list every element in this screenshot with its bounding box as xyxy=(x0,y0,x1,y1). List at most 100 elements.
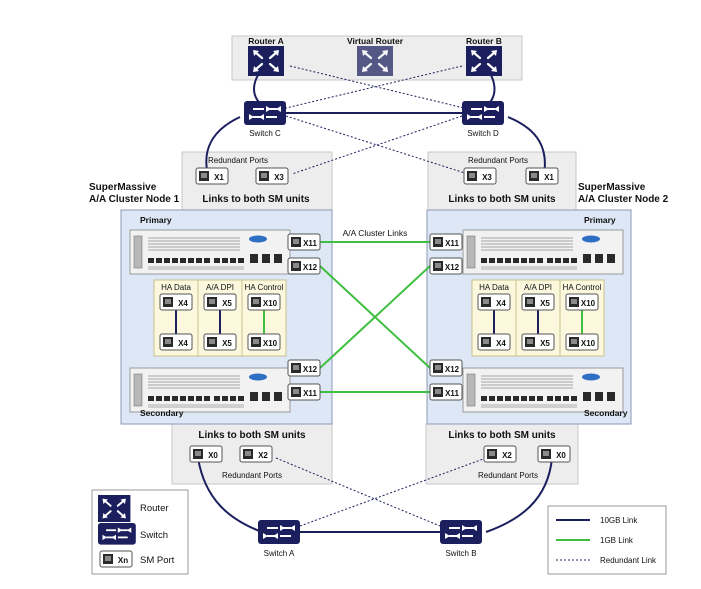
node-2-title-line1: SuperMassive xyxy=(578,182,646,193)
port-x12-node2-primary[interactable]: X12 xyxy=(429,257,463,275)
port-label: X5 xyxy=(540,299,550,308)
port-label: X1 xyxy=(544,173,554,182)
port-x11-node1-primary[interactable]: X11 xyxy=(287,233,321,251)
link-x0-right-switchB xyxy=(485,457,553,533)
switch-d-icon[interactable] xyxy=(461,100,505,126)
port-x10-node2-lower[interactable]: X10 xyxy=(565,333,599,351)
redundant-x2-left-switchB xyxy=(275,457,441,527)
port-label: X5 xyxy=(540,339,550,348)
port-x3-top-left[interactable]: X3 xyxy=(255,167,289,185)
appliance-icon-node2-secondary[interactable] xyxy=(462,367,624,413)
port-label: X12 xyxy=(445,365,460,374)
port-label: X11 xyxy=(303,389,317,398)
port-x5-node1-upper[interactable]: X5 xyxy=(203,293,237,311)
port-label: X5 xyxy=(222,339,232,348)
port-x11-node1-secondary[interactable]: X11 xyxy=(287,383,321,401)
cluster-link-x12-right-to-left xyxy=(319,265,431,369)
port-x2-bottom-right[interactable]: X2 xyxy=(483,445,517,463)
redundant-x2-right-switchA xyxy=(299,457,487,527)
ha-control-label-right: HA Control xyxy=(563,283,602,292)
port-x10-node1-upper[interactable]: X10 xyxy=(247,293,281,311)
switch-a-label: Switch A xyxy=(264,549,295,558)
redundant-ports-label-right: Redundant Ports xyxy=(468,156,528,165)
port-label: X4 xyxy=(496,339,506,348)
port-label: X12 xyxy=(303,263,318,272)
node-2-secondary-label: Secondary xyxy=(584,408,628,418)
router-a-icon[interactable] xyxy=(246,44,286,78)
links-both-label-top-left: Links to both SM units xyxy=(202,194,310,205)
port-label: X2 xyxy=(502,451,512,460)
port-x10-node2-upper[interactable]: X10 xyxy=(565,293,599,311)
aa-dpi-label-left: A/A DPI xyxy=(206,283,234,292)
node-1-secondary-label: Secondary xyxy=(140,408,184,418)
node-1-title-line2: A/A Cluster Node 1 xyxy=(89,194,180,205)
port-label: X4 xyxy=(178,299,188,308)
port-label: X10 xyxy=(263,299,278,308)
legend-10gb-label: 10GB Link xyxy=(600,516,638,525)
port-x11-node2-secondary[interactable]: X11 xyxy=(429,383,463,401)
node-2-title-line2: A/A Cluster Node 2 xyxy=(578,194,669,205)
port-label: X12 xyxy=(303,365,318,374)
node-2-primary-label: Primary xyxy=(584,215,616,225)
ha-data-label-left: HA Data xyxy=(161,283,191,292)
port-x1-top-right[interactable]: X1 xyxy=(525,167,559,185)
virtual-router-icon[interactable] xyxy=(355,44,395,78)
appliance-icon-node1-primary[interactable] xyxy=(129,229,291,275)
legend-port-icon: Xn xyxy=(99,550,133,568)
port-x11-node2-primary[interactable]: X11 xyxy=(429,233,463,251)
port-x4-node1-lower[interactable]: X4 xyxy=(159,333,193,351)
switch-a-icon[interactable] xyxy=(257,519,301,545)
router-b-icon[interactable] xyxy=(464,44,504,78)
redundant-ports-label-bottom-right: Redundant Ports xyxy=(478,471,538,480)
port-label: X4 xyxy=(178,339,188,348)
appliance-icon-node1-secondary[interactable] xyxy=(129,367,291,413)
port-label: X10 xyxy=(581,299,596,308)
port-x5-node2-lower[interactable]: X5 xyxy=(521,333,555,351)
port-label: X0 xyxy=(556,451,566,460)
aa-dpi-label-right: A/A DPI xyxy=(524,283,552,292)
port-label: X5 xyxy=(222,299,232,308)
legend-port-tag: Xn xyxy=(118,556,128,565)
switch-b-icon[interactable] xyxy=(439,519,483,545)
links-redundant xyxy=(275,65,487,527)
legend-1gb-label: 1GB Link xyxy=(600,536,634,545)
port-x10-node1-lower[interactable]: X10 xyxy=(247,333,281,351)
legend-switch-label: Switch xyxy=(140,530,168,541)
port-label: X0 xyxy=(208,451,218,460)
node-1-primary-label: Primary xyxy=(140,215,172,225)
aa-cluster-links-label: A/A Cluster Links xyxy=(343,228,408,238)
port-x0-bottom-left[interactable]: X0 xyxy=(189,445,223,463)
port-label: X2 xyxy=(258,451,268,460)
port-x2-bottom-left[interactable]: X2 xyxy=(239,445,273,463)
link-x0-left-switchA xyxy=(197,457,263,533)
legend-router-icon xyxy=(97,494,132,523)
port-x12-node1-secondary[interactable]: X12 xyxy=(287,359,321,377)
port-x4-node2-lower[interactable]: X4 xyxy=(477,333,511,351)
port-x1-top-left[interactable]: X1 xyxy=(195,167,229,185)
links-both-label-bottom-left: Links to both SM units xyxy=(198,430,306,441)
port-x3-top-right[interactable]: X3 xyxy=(463,167,497,185)
port-label: X3 xyxy=(274,173,284,182)
virtual-router-label: Virtual Router xyxy=(347,36,404,46)
port-x4-node2-upper[interactable]: X4 xyxy=(477,293,511,311)
links-both-label-top-right: Links to both SM units xyxy=(448,194,556,205)
port-x0-bottom-right[interactable]: X0 xyxy=(537,445,571,463)
legend-router-label: Router xyxy=(140,503,169,514)
port-x5-node1-lower[interactable]: X5 xyxy=(203,333,237,351)
port-x12-node1-primary[interactable]: X12 xyxy=(287,257,321,275)
port-label: X11 xyxy=(303,239,317,248)
legend-sm-port-label: SM Port xyxy=(140,555,175,566)
appliance-icon-node2-primary[interactable] xyxy=(462,229,624,275)
redundant-ports-label-left: Redundant Ports xyxy=(208,156,268,165)
port-label: X10 xyxy=(263,339,278,348)
redundant-switchD-x3-left xyxy=(291,115,463,175)
port-label: X11 xyxy=(445,239,459,248)
switch-c-icon[interactable] xyxy=(243,100,287,126)
switch-d-label: Switch D xyxy=(467,129,499,138)
port-x12-node2-secondary[interactable]: X12 xyxy=(429,359,463,377)
port-x5-node2-upper[interactable]: X5 xyxy=(521,293,555,311)
port-x4-node1-upper[interactable]: X4 xyxy=(159,293,193,311)
port-label: X1 xyxy=(214,173,224,182)
port-label: X11 xyxy=(445,389,459,398)
router-b-label: Router B xyxy=(466,36,502,46)
